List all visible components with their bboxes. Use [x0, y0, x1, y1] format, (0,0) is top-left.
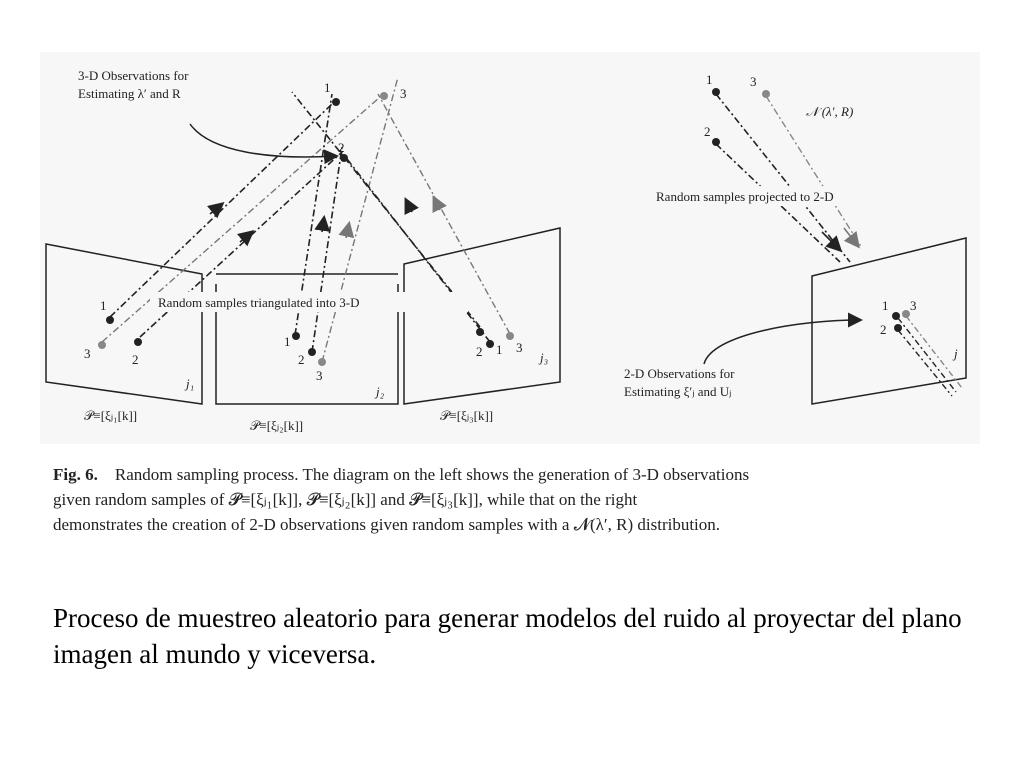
rp-top-point-3: 3	[750, 74, 757, 89]
label-3d-observations-line1: 3-D Observations for	[78, 68, 189, 83]
mid-cam-point-3: 3	[316, 368, 323, 383]
figure-image: 1 3 2 3-D Observations for Estimating λ′…	[40, 52, 980, 444]
camera-plane-j3	[403, 227, 561, 405]
caption-fig-label: Fig. 6.	[53, 465, 98, 484]
label-projected: Random samples projected to 2-D	[656, 189, 834, 204]
caption-line1-text: Random sampling process. The diagram on …	[114, 465, 750, 484]
rp-cam-point-3: 3	[910, 298, 917, 313]
cam-label-j2: j₂	[374, 384, 385, 399]
left-cam-point-3: 3	[84, 346, 91, 361]
under-mid-label: 𝒫≡[ξⱼ₂[k]]	[250, 418, 303, 433]
spanish-description: Proceso de muestreo aleatorio para gener…	[53, 603, 962, 669]
caption-line-3: demonstrates the creation of 2-D observa…	[53, 515, 721, 534]
camera-plane-j2	[215, 284, 399, 405]
figure-svg: 1 3 2 3-D Observations for Estimating λ′…	[45, 68, 967, 433]
left-cam-point-1: 1	[100, 298, 107, 313]
label-3d-observations-line2: Estimating λ′ and R	[78, 86, 181, 101]
rp-top-point-2: 2	[704, 124, 711, 139]
right-cam-point-2: 2	[476, 344, 483, 359]
cam-label-j1: j₁	[184, 376, 194, 391]
label-triangulated: Random samples triangulated into 3-D	[158, 295, 359, 310]
under-left-label: 𝒫≡[ξⱼ₁[k]]	[84, 408, 137, 423]
point-3d-2-label: 2	[338, 140, 345, 155]
caption-line-2: given random samples of 𝓟≡[ξⱼ₁[k]], 𝓟≡[ξ…	[53, 490, 638, 509]
under-right-label: 𝒫≡[ξⱼ₃[k]]	[440, 408, 493, 423]
label-2d-observations-line2: Estimating ξ′ⱼ and Uⱼ	[624, 384, 731, 399]
rp-cam-point-1: 1	[882, 298, 889, 313]
camera-plane-j1	[45, 243, 203, 405]
normal-distribution-label: 𝒩 (λ′, R)	[806, 104, 853, 119]
left-cam-point-2: 2	[132, 352, 139, 367]
figure-caption: Fig. 6. Random sampling process. The dia…	[53, 462, 983, 537]
cam-label-j3: j₃	[538, 350, 548, 365]
point-3d-3-label: 3	[400, 86, 407, 101]
point-3d-1-label: 1	[324, 80, 331, 95]
label-2d-observations-line1: 2-D Observations for	[624, 366, 735, 381]
rp-cam-point-2: 2	[880, 322, 887, 337]
right-cam-point-1: 1	[496, 342, 503, 357]
cam-label-j: j	[952, 346, 958, 361]
caption-line-1: Fig. 6. Random sampling process. The dia…	[53, 462, 983, 487]
rp-top-point-1: 1	[706, 72, 713, 87]
mid-cam-point-2: 2	[298, 352, 305, 367]
camera-plane-j	[811, 237, 967, 405]
mid-cam-point-1: 1	[284, 334, 291, 349]
right-cam-point-3: 3	[516, 340, 523, 355]
